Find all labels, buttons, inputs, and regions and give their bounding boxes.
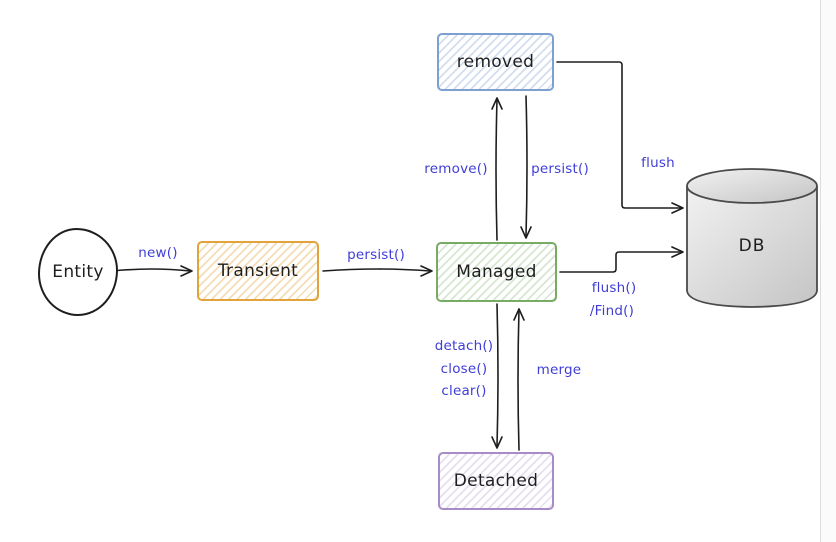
- edge-detached-managed: [513, 308, 525, 451]
- edge-label-persist-managed: persist(): [347, 247, 405, 263]
- node-removed[interactable]: removed: [437, 33, 554, 91]
- edge-label-persist-removed: persist(): [531, 161, 589, 177]
- edge-label-flush-managed: flush(): [591, 280, 637, 296]
- node-entity[interactable]: Entity: [38, 228, 118, 316]
- node-entity-label: Entity: [52, 262, 104, 282]
- node-db-shape[interactable]: [686, 168, 818, 308]
- node-managed[interactable]: Managed: [436, 242, 557, 302]
- edge-removed-db: [556, 61, 684, 214]
- edge-label-clear: clear(): [441, 383, 487, 399]
- node-removed-label: removed: [456, 52, 535, 72]
- node-detached-label: Detached: [453, 471, 539, 491]
- edge-removed-managed: [520, 95, 532, 239]
- vertical-scrollbar[interactable]: [820, 0, 836, 542]
- node-detached[interactable]: Detached: [438, 452, 554, 510]
- edge-label-detach: detach(): [434, 338, 494, 354]
- edge-label-merge: merge: [536, 362, 582, 378]
- edge-entity-transient: [111, 265, 193, 277]
- edge-transient-managed: [322, 265, 433, 277]
- edge-label-flush-removed: flush: [641, 155, 675, 171]
- edge-label-remove: remove(): [424, 161, 488, 177]
- node-managed-label: Managed: [456, 262, 537, 282]
- node-transient-label: Transient: [217, 261, 299, 281]
- edge-managed-removed: [491, 97, 503, 241]
- edge-label-close: close(): [440, 361, 488, 377]
- edge-label-new: new(): [138, 245, 178, 261]
- edge-managed-detached: [491, 303, 503, 449]
- node-db-label: DB: [738, 236, 766, 256]
- edge-managed-db: [559, 246, 684, 273]
- edge-label-find-managed: /Find(): [589, 303, 635, 319]
- node-transient[interactable]: Transient: [197, 241, 319, 301]
